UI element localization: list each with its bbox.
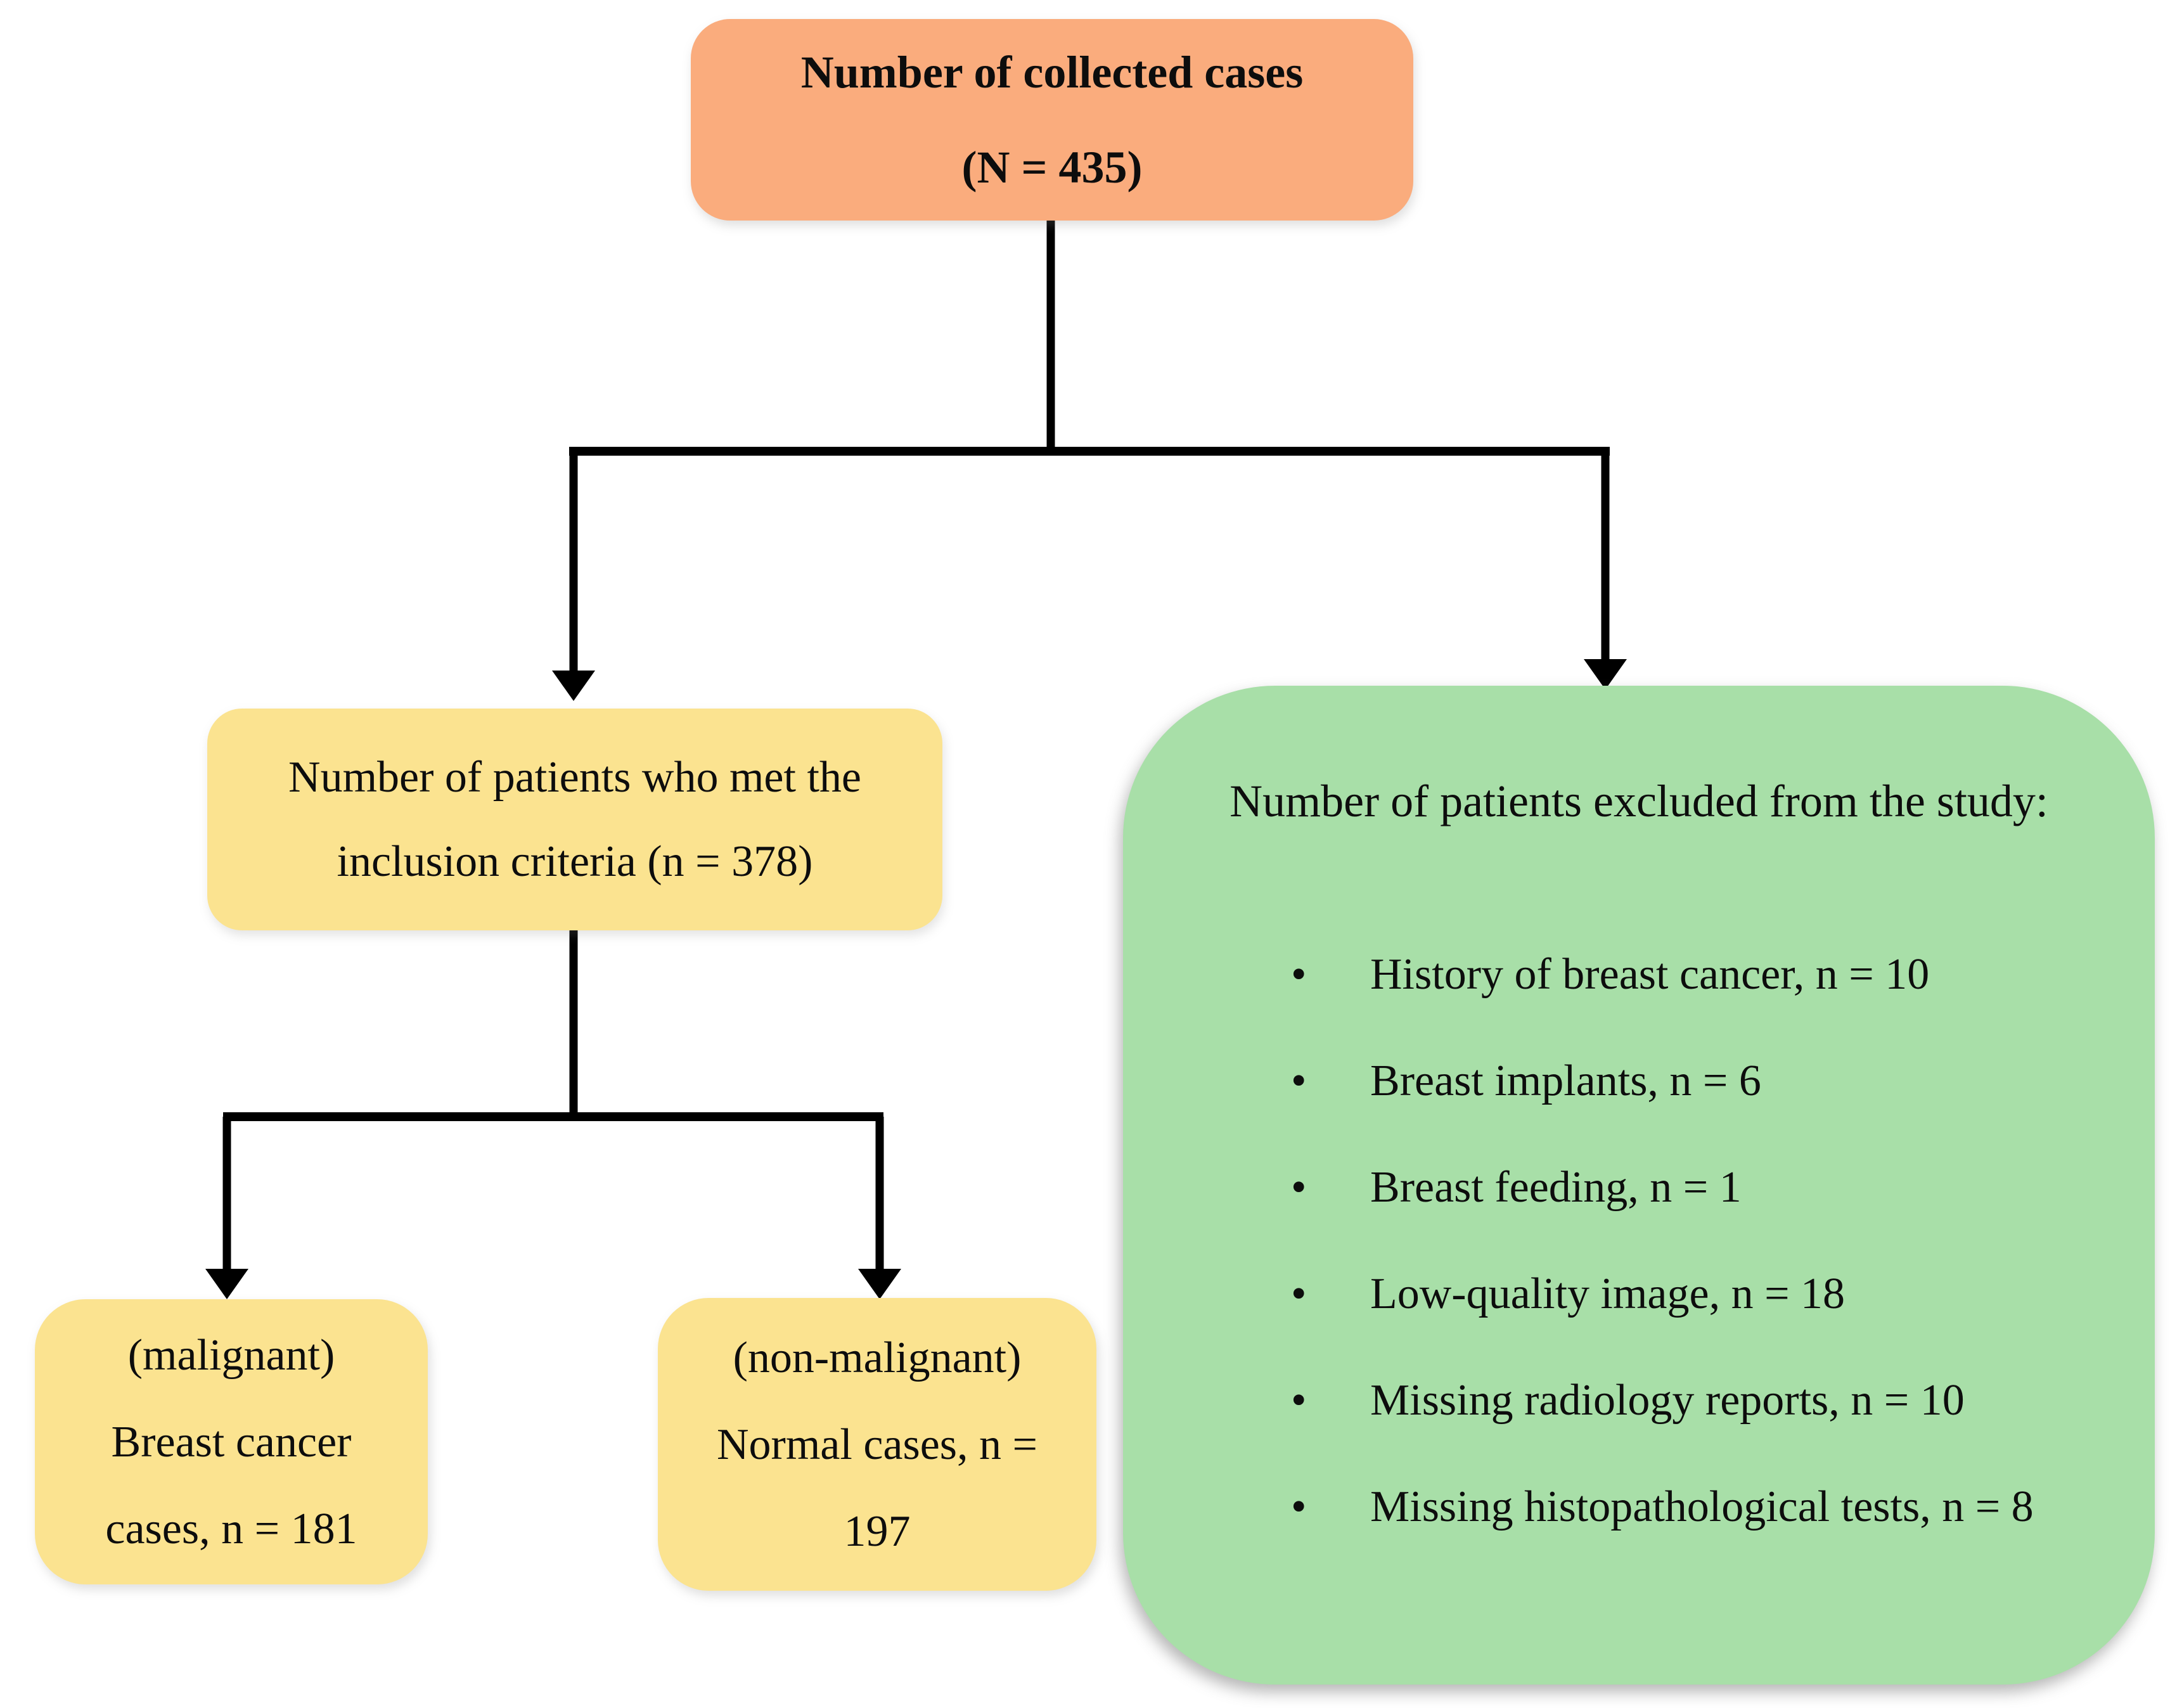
excluded-reason-text: Low-quality image, n = 18 (1370, 1269, 1846, 1318)
malignant-count: cases, n = 181 (105, 1504, 357, 1553)
inclusion-line2: inclusion criteria (n = 378) (337, 837, 813, 886)
node-excluded-patients: Number of patients excluded from the stu… (1123, 686, 2155, 1685)
excluded-reason-text: Breast feeding, n = 1 (1370, 1163, 1742, 1212)
node-inclusion-criteria: Number of patients who met the inclusion… (207, 709, 942, 930)
excluded-reason-text: Breast implants, n = 6 (1370, 1056, 1761, 1105)
excluded-reason-item: Breast implants, n = 6 (1291, 1055, 2117, 1108)
arrowhead-malignant (205, 1269, 248, 1299)
malignant-label: (malignant) (127, 1330, 335, 1380)
excluded-reason-text: History of breast cancer, n = 10 (1370, 950, 1930, 999)
excluded-reason-item: Breast feeding, n = 1 (1291, 1161, 2117, 1214)
node-nonmalignant-cases: (non-malignant) Normal cases, n = 197 (658, 1298, 1096, 1591)
collected-cases-title: Number of collected cases (800, 47, 1304, 98)
excluded-reason-text: Missing histopathological tests, n = 8 (1370, 1482, 2034, 1531)
arrowhead-nonmalignant (858, 1269, 901, 1299)
excluded-title: Number of patients excluded from the stu… (1229, 776, 2048, 826)
arrowhead-inclusion (552, 671, 595, 701)
nonmalignant-line2: Normal cases, n = (717, 1420, 1037, 1469)
excluded-reason-item: History of breast cancer, n = 10 (1291, 948, 2117, 1001)
excluded-reason-item: Missing histopathological tests, n = 8 (1291, 1480, 2117, 1534)
node-collected-cases: Number of collected cases (N = 435) (691, 19, 1413, 221)
arrowhead-excluded (1584, 659, 1627, 690)
collected-cases-count: (N = 435) (961, 142, 1143, 193)
inclusion-line1: Number of patients who met the (288, 753, 861, 802)
malignant-line2: Breast cancer (111, 1417, 352, 1467)
nonmalignant-count: 197 (844, 1506, 911, 1556)
excluded-reason-item: Missing radiology reports, n = 10 (1291, 1374, 2117, 1427)
excluded-reason-item: Low-quality image, n = 18 (1291, 1268, 2117, 1321)
excluded-reason-text: Missing radiology reports, n = 10 (1370, 1376, 1965, 1425)
node-malignant-cases: (malignant) Breast cancer cases, n = 181 (35, 1299, 428, 1584)
excluded-reasons-list: History of breast cancer, n = 10 Breast … (1123, 948, 2155, 1587)
nonmalignant-label: (non-malignant) (733, 1333, 1022, 1382)
